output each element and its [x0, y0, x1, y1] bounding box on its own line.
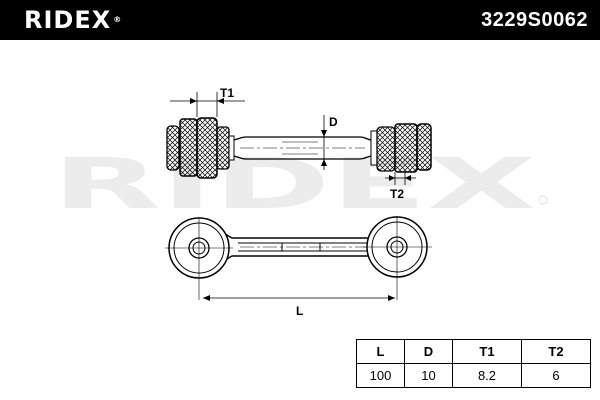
brand-name: RIDEX — [24, 6, 112, 34]
left-bushing-collar — [228, 135, 235, 161]
registered-mark: ® — [113, 15, 123, 24]
dimension-l: L — [203, 295, 395, 318]
left-bushing-outer — [166, 125, 180, 171]
spec-header-l: L — [356, 339, 405, 364]
spec-table-value-row: 100 10 8.2 6 — [356, 363, 591, 388]
right-bushing-cup — [394, 123, 418, 173]
spec-value-t1: 8.2 — [452, 363, 522, 388]
watermark-text: RIDEX — [52, 143, 536, 225]
watermark-registered-icon — [538, 195, 548, 205]
dimension-d: D — [321, 115, 338, 170]
rod-bottom-edge — [231, 155, 373, 160]
right-bushing-outer — [416, 123, 432, 171]
brand-logo: RIDEX® — [24, 6, 122, 34]
spec-header-t1: T1 — [452, 339, 522, 364]
spec-table-header-row: L D T1 T2 — [356, 339, 591, 364]
t2-label: T2 — [390, 187, 404, 201]
l-label: L — [296, 304, 303, 318]
side-view: T1 D T2 — [166, 86, 432, 201]
spec-header-t2: T2 — [521, 339, 591, 364]
t1-label: T1 — [220, 86, 234, 100]
part-number: 3229S0062 — [481, 9, 588, 31]
top-view: L — [165, 216, 432, 318]
dimension-t2: T2 — [385, 172, 416, 201]
right-bushing-collar — [370, 130, 378, 166]
left-bushing — [166, 117, 235, 179]
rod-top-edge — [231, 136, 373, 141]
left-bushing-washer — [216, 126, 230, 170]
left-bushing-cup — [179, 118, 198, 177]
left-eye — [165, 217, 233, 300]
right-bushing — [370, 123, 432, 173]
header-bar: RIDEX® 3229S0062 — [0, 0, 600, 40]
spec-header-d: D — [404, 339, 453, 364]
spec-value-d: 10 — [404, 363, 453, 388]
spec-value-l: 100 — [356, 363, 405, 388]
dimension-t1: T1 — [170, 86, 245, 117]
spec-table: L D T1 T2 100 10 8.2 6 — [356, 339, 591, 388]
spec-value-t2: 6 — [521, 363, 591, 388]
right-bushing-washer — [376, 126, 396, 172]
right-eye — [363, 216, 432, 300]
left-bushing-cup-inner — [196, 117, 218, 179]
d-label: D — [329, 115, 338, 129]
